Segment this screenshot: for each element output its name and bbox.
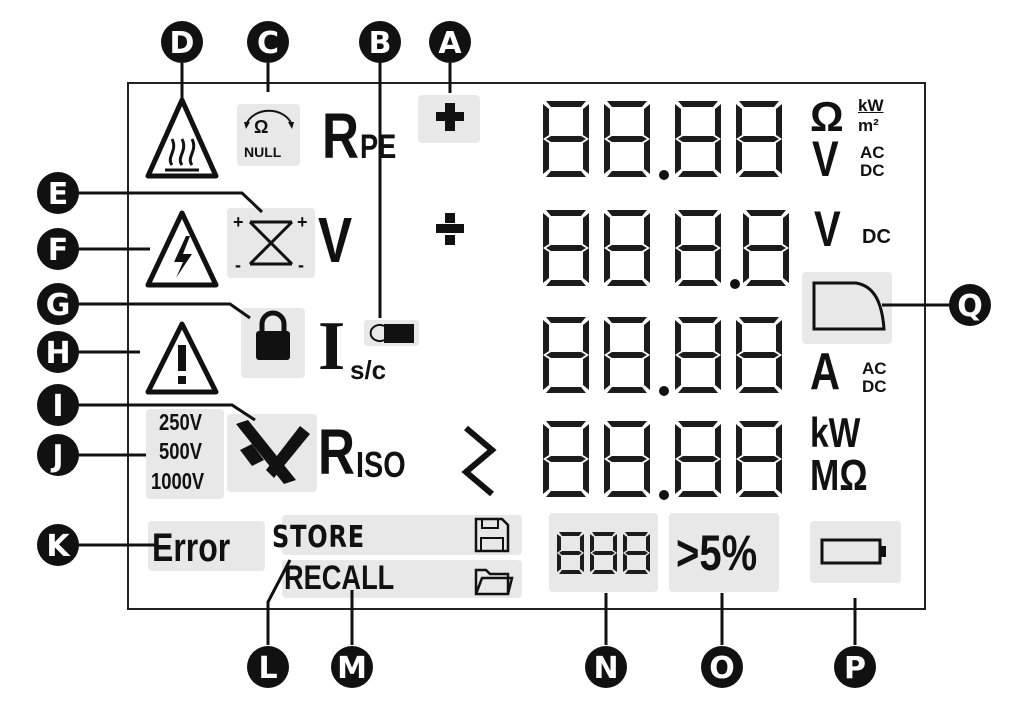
- svg-text:P: P: [844, 651, 866, 686]
- svg-text:G: G: [46, 288, 71, 323]
- heat-warning-icon: [145, 97, 219, 179]
- callout-l: L: [247, 646, 289, 688]
- lcd-frame: [127, 82, 926, 610]
- isc-subscript: s/c: [350, 355, 387, 385]
- riso-label: R: [318, 416, 355, 488]
- callout-c: C: [247, 21, 289, 63]
- row3-unit-dc: DC: [862, 377, 887, 396]
- callout-p: P: [834, 646, 876, 688]
- curve-icon: [812, 281, 886, 331]
- percent-indicator: >5%: [676, 525, 758, 581]
- null-omega-label: Ω: [254, 117, 269, 137]
- error-label: Error: [152, 526, 231, 570]
- row1-unit-v: V: [812, 131, 839, 187]
- isc-label: I: [318, 308, 346, 385]
- polarity-plus-left: +: [233, 212, 244, 232]
- callout-f: F: [37, 228, 79, 270]
- svg-text:M: M: [337, 651, 367, 686]
- callout-a: A: [429, 21, 471, 63]
- callout-e: E: [37, 172, 79, 214]
- digit-row-2: [543, 210, 789, 289]
- folder-icon: [474, 568, 514, 596]
- callout-k: K: [37, 524, 79, 566]
- row1-unit-m2: m²: [858, 116, 879, 135]
- callout-h: H: [37, 331, 79, 373]
- row1-unit-ohm: Ω: [810, 93, 844, 140]
- rpe-subscript: PE: [360, 128, 397, 166]
- svg-text:D: D: [170, 26, 195, 61]
- clamp-icon: [369, 324, 414, 343]
- battery-icon: [820, 538, 886, 565]
- polarity-marker-icon: [436, 213, 464, 245]
- digit-row-3: [543, 317, 782, 396]
- test-voltage-500: 500V: [159, 438, 202, 464]
- null-dial-icon: [244, 109, 294, 129]
- hazard-voltage-icon: [145, 210, 219, 288]
- recall-label: RECALL: [284, 559, 395, 597]
- svg-text:N: N: [593, 651, 618, 686]
- polarity-plus-right: +: [297, 212, 308, 232]
- svg-text:L: L: [258, 651, 277, 686]
- svg-text:A: A: [438, 26, 462, 61]
- lock-icon: [256, 310, 290, 360]
- svg-text:I: I: [52, 389, 63, 424]
- test-voltage-250: 250V: [159, 409, 202, 435]
- digit-row-4: [543, 421, 782, 500]
- svg-text:E: E: [48, 177, 69, 212]
- svg-text:F: F: [48, 233, 69, 268]
- callout-g: G: [37, 283, 79, 325]
- svg-text:K: K: [46, 529, 71, 564]
- polarity-icon: [248, 220, 294, 266]
- callout-i: I: [37, 384, 79, 426]
- leader-lines: [78, 63, 950, 645]
- svg-text:H: H: [45, 336, 70, 371]
- svg-text:C: C: [257, 26, 279, 61]
- row3-unit-a: A: [810, 343, 841, 401]
- riso-subscript: ISO: [356, 444, 406, 485]
- voltage-label: V: [318, 204, 353, 276]
- chevron-icon: [461, 425, 497, 497]
- svg-text:B: B: [369, 26, 392, 61]
- callout-q: Q: [949, 284, 991, 326]
- polarity-minus-right: -: [298, 255, 304, 275]
- wrong-connection-icon: [236, 420, 310, 484]
- row3-unit-ac: AC: [862, 359, 887, 378]
- row2-unit-v: V: [814, 201, 841, 257]
- digit-row-1: [543, 101, 782, 180]
- row4-unit-mohm: MΩ: [810, 451, 868, 500]
- callout-o: O: [701, 646, 743, 688]
- callout-d: D: [161, 21, 203, 63]
- null-label: NULL: [244, 144, 282, 160]
- row2-unit-dc: DC: [862, 226, 891, 248]
- positive-polarity-icon: [436, 103, 464, 131]
- callout-n: N: [585, 646, 627, 688]
- svg-text:Q: Q: [957, 289, 983, 324]
- row1-unit-dc: DC: [860, 161, 885, 180]
- svg-text:J: J: [50, 439, 63, 474]
- row1-unit-kw: kW: [858, 96, 884, 115]
- svg-text:O: O: [709, 651, 735, 686]
- row1-unit-ac: AC: [860, 143, 885, 162]
- callout-m: M: [331, 646, 373, 688]
- row4-unit-kw: kW: [810, 409, 861, 456]
- rpe-label: R: [322, 100, 359, 172]
- store-label: STORE: [272, 520, 365, 555]
- floppy-disk-icon: [474, 517, 510, 553]
- callout-b: B: [359, 21, 401, 63]
- callout-j: J: [37, 434, 79, 476]
- caution-icon: [145, 321, 219, 395]
- test-voltage-1000: 1000V: [151, 468, 205, 494]
- polarity-minus-left: -: [235, 255, 241, 275]
